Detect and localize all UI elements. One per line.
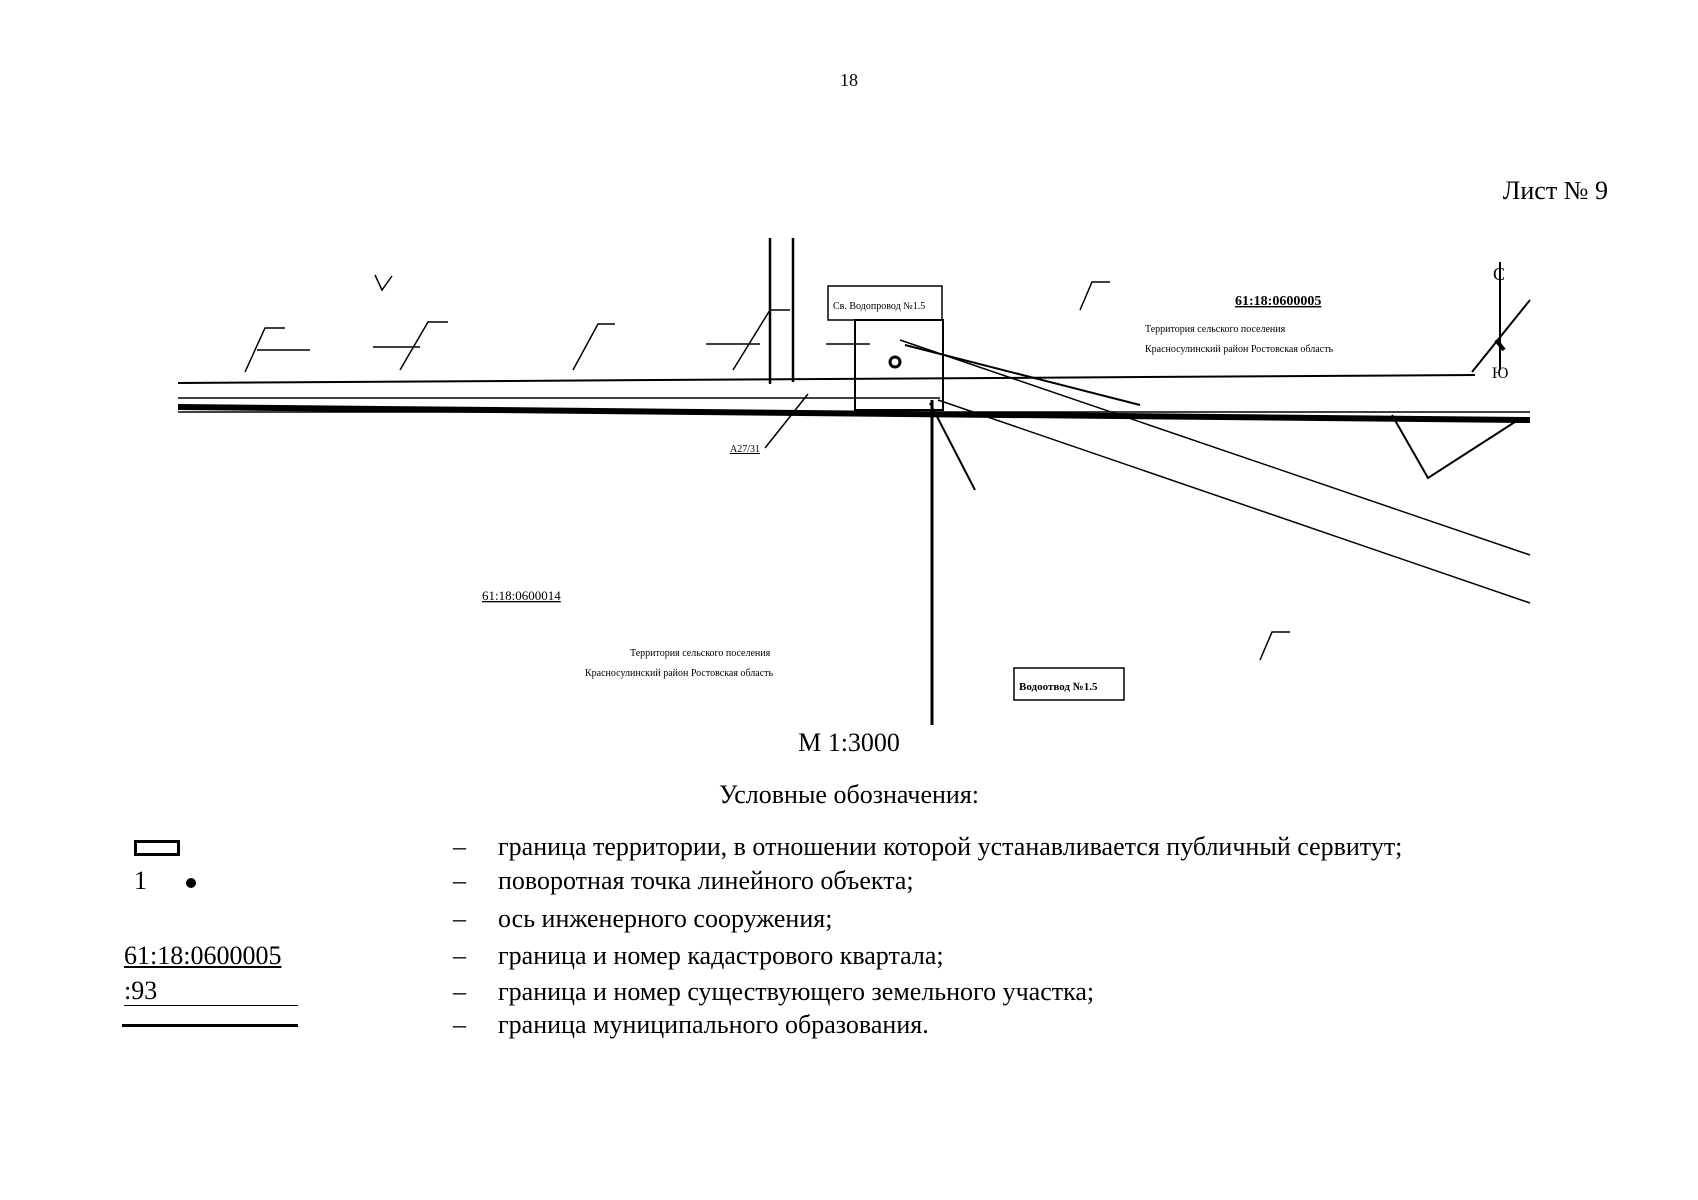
municipality-north-line2: Красносулинский район Ростовская область (1145, 344, 1334, 355)
legend-symbol-parcel-number: :93 (124, 977, 298, 1006)
municipality-south-line1: Территория сельского поселения (630, 648, 771, 659)
legend-dash: – (453, 832, 466, 861)
south-letter: Ю (1492, 365, 1508, 382)
legend-text: граница территории, в отношении которой … (498, 832, 1403, 861)
parcel-line-top (177, 374, 1476, 384)
legend-symbol-cadastral-number: 61:18:0600005 (124, 941, 282, 970)
legend-symbol-dot-icon (186, 878, 196, 888)
municipality-north-line1: Территория сельского поселения (1145, 324, 1286, 335)
right-end-features (1391, 262, 1531, 480)
page-number: 18 (840, 70, 858, 90)
legend-item-municipality: – граница муниципального образования. (0, 1010, 1698, 1046)
engineering-axis (899, 339, 1531, 604)
legend-text: ось инженерного сооружения; (498, 904, 833, 933)
legend-text: граница и номер существующего земельного… (498, 977, 1095, 1006)
legend-text: поворотная точка линейного объекта; (498, 866, 914, 895)
sheet-label: Лист № 9 (1502, 176, 1608, 205)
municipal-boundary-line (177, 404, 1531, 423)
legend-text: граница муниципального образования. (498, 1010, 929, 1039)
legend-symbol-municipal-line (122, 1024, 298, 1027)
structure-label-top-box (827, 285, 943, 321)
turning-point-marker (888, 355, 902, 369)
legend-dash: – (453, 941, 466, 970)
structure-label-bottom: Водоотвод №1.5 (1019, 681, 1098, 693)
legend-dash: – (453, 866, 466, 895)
parcel-label: А27/31 (730, 444, 760, 455)
legend-symbol-point-number: 1 (134, 866, 147, 895)
legend-dash: – (453, 977, 466, 1006)
legend-item-servitude: – граница территории, в отношении которо… (0, 832, 1698, 868)
side-road (768, 238, 795, 384)
leader-lines (244, 274, 1290, 661)
structure-label-top: Св. Водопровод №1.5 (833, 301, 925, 312)
scale-label: М 1:3000 (798, 728, 900, 757)
legend-dash: – (453, 904, 466, 933)
block-label-south: 61:18:0600014 (482, 588, 561, 603)
legend-text: граница и номер кадастрового квартала; (498, 941, 944, 970)
north-letter: С (1493, 264, 1505, 284)
legend-item-cadastral-block: 61:18:0600005 – граница и номер кадастро… (0, 941, 1698, 977)
block-label-north: 61:18:0600005 (1235, 294, 1321, 309)
road-lines (177, 374, 1531, 423)
legend-item-parcel: :93 – граница и номер существующего земе… (0, 977, 1698, 1013)
legend-item-turning-point: 1 – поворотная точка линейного объекта; (0, 866, 1698, 902)
legend-item-axis: – ось инженерного сооружения; (0, 904, 1698, 940)
municipality-south-line2: Красносулинский район Ростовская область (585, 668, 774, 679)
structure-label-bottom-box (1013, 667, 1125, 701)
legend-symbol-rectangle (134, 840, 180, 856)
legend-title: Условные обозначения: (718, 780, 980, 809)
legend-dash: – (453, 1010, 466, 1039)
